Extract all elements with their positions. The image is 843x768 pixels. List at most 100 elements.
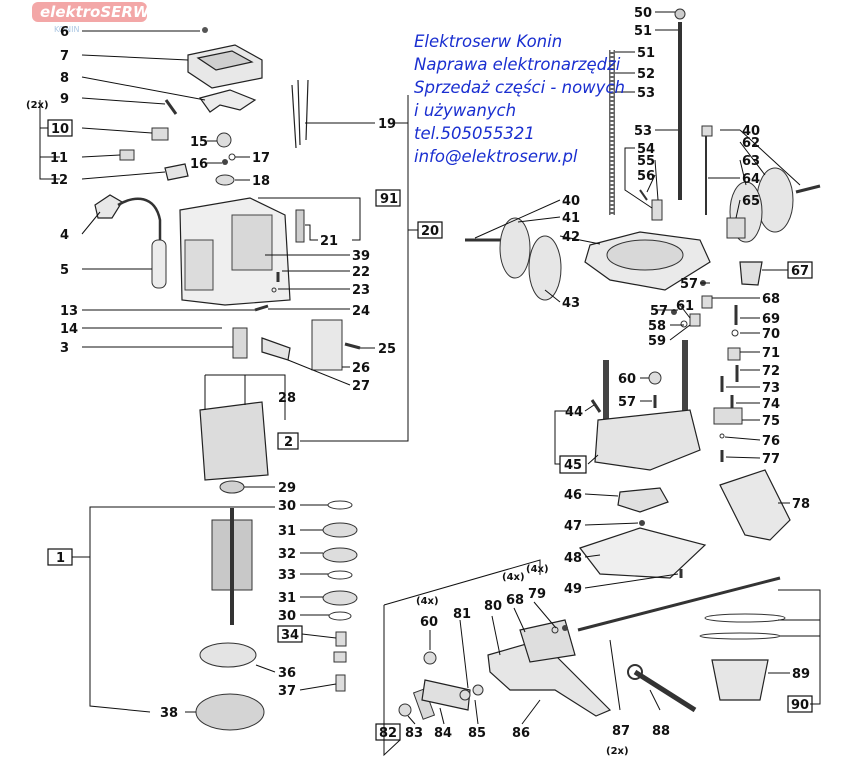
part-number-label: 11 [50,151,68,166]
part-number-box [277,625,303,643]
part-number-label: 57 [618,395,636,410]
shop-service-line: Naprawa elektronarzędzi [414,55,621,74]
part-number-label: 40 [742,124,760,139]
part-number-label: 25 [378,342,396,357]
part-number-box [559,455,587,474]
part-number-label: 17 [252,151,270,166]
part-number-label: 16 [190,157,208,172]
part-number-label: 76 [762,434,780,449]
shop-contact-overlay: Elektroserw Konin Naprawa elektronarzędz… [414,30,724,168]
part-number-label: 42 [562,230,580,245]
part-number-label: 12 [50,173,68,188]
part-number-box [47,119,73,137]
part-number-label: 74 [762,397,780,412]
part-number-label: 57 [680,277,698,292]
part-shapes-right [398,8,821,720]
part-number-label: 84 [434,726,452,741]
part-number-box [375,189,401,207]
part-number-box [47,548,73,566]
part-number-label: 1 [56,551,65,566]
part-number-label: 7 [60,49,69,64]
part-number-label: 70 [762,327,780,342]
part-number-label: 51 [634,24,652,39]
quantity-label: (2x) [26,100,49,111]
part-number-label: 15 [190,135,208,150]
part-number-label: 57 [650,304,668,319]
part-number-label: 9 [60,92,69,107]
part-number-label: 24 [352,304,370,319]
part-number-label: 50 [634,6,652,21]
part-number-label: 73 [762,381,780,396]
shop-sales-line: Sprzedaż części - nowych [414,78,625,97]
part-number-label: 78 [792,497,810,512]
part-number-label: 3 [60,341,69,356]
part-number-label: 90 [791,698,809,713]
part-number-label: 56 [637,169,655,184]
part-number-label: 60 [618,372,636,387]
part-number-label: 43 [562,296,580,311]
shop-sales-line-2: i używanych [414,101,517,120]
watermark-city-text: KONIN [54,25,79,34]
part-number-label: 60 [420,615,438,630]
part-number-label: 83 [405,726,423,741]
part-labels-right: 50 51 51 52 53 53 54 55 56 40 62 63 64 6… [375,6,813,757]
quantity-label: (4x) [416,596,439,607]
part-number-label: 54 [637,142,655,157]
part-number-box [417,221,443,239]
part-number-label: 69 [762,312,780,327]
part-number-label: 27 [352,379,370,394]
part-number-label: 67 [791,264,809,279]
part-number-label: 91 [380,192,398,207]
part-number-label: 86 [512,726,530,741]
part-number-label: 45 [564,458,582,473]
part-number-label: 68 [506,593,524,608]
part-number-label: 29 [278,481,296,496]
part-number-box [277,432,299,450]
part-number-label: 81 [453,607,471,622]
part-number-label: 52 [637,67,655,82]
quantity-label: (2x) [606,746,629,757]
part-number-label: 62 [742,136,760,151]
part-number-label: 55 [637,154,655,169]
shop-email[interactable]: info@elektroserw.pl [414,147,578,166]
part-number-label: 61 [676,299,694,314]
part-number-label: 31 [278,591,296,606]
part-number-label: 51 [637,46,655,61]
part-number-label: 4 [60,228,69,243]
part-number-label: 85 [468,726,486,741]
part-number-label: 58 [648,319,666,334]
part-number-label: 75 [762,414,780,429]
part-number-label: 65 [742,194,760,209]
part-number-label: 31 [278,524,296,539]
part-number-label: 32 [278,547,296,562]
part-number-label: 10 [51,122,69,137]
part-number-label: 13 [60,304,78,319]
part-number-box [375,723,401,741]
part-number-label: 88 [652,724,670,739]
shop-phone[interactable]: tel.505055321 [414,124,535,143]
part-number-label: 28 [278,391,296,406]
part-number-label: 79 [528,587,546,602]
part-number-label: 22 [352,265,370,280]
part-number-label: 33 [278,568,296,583]
part-number-label: 34 [281,628,299,643]
quantity-label: (4x) [502,572,525,583]
part-number-label: 41 [562,211,580,226]
part-number-label: 87 [612,724,630,739]
part-number-label: 53 [634,124,652,139]
part-number-label: 77 [762,452,780,467]
part-number-label: 39 [352,249,370,264]
part-number-label: 26 [352,361,370,376]
elektroserw-watermark-logo: elektroSERW KONIN [32,2,151,34]
part-number-label: 80 [484,599,502,614]
part-number-label: 30 [278,609,296,624]
part-number-label: 72 [762,364,780,379]
part-number-label: 71 [762,346,780,361]
part-number-label: 19 [378,117,396,132]
part-number-label: 59 [648,334,666,349]
part-number-label: 40 [562,194,580,209]
part-number-label: 8 [60,71,69,86]
part-number-label: 89 [792,667,810,682]
